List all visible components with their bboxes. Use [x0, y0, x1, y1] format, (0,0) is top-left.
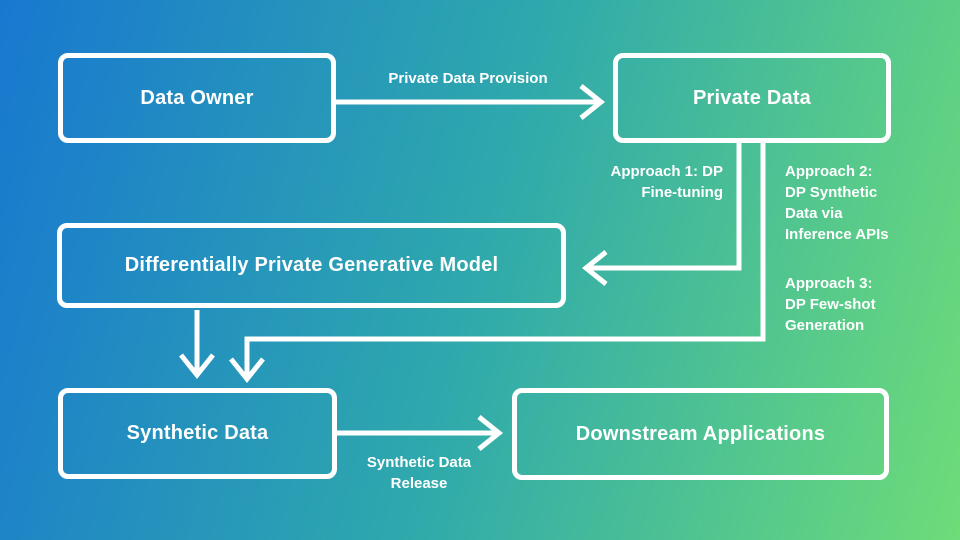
node-downstream-applications: Downstream Applications — [512, 388, 889, 480]
node-data-owner: Data Owner — [58, 53, 336, 143]
arrowhead-right-icon — [579, 84, 606, 120]
node-generative-model: Differentially Private Generative Model — [57, 223, 566, 308]
node-private-data: Private Data — [613, 53, 891, 143]
arrowhead-right-icon — [477, 415, 504, 451]
arrowhead-down-icon — [229, 357, 265, 384]
edge-label-approach-2: Approach 2: DP Synthetic Data via Infere… — [785, 163, 889, 243]
edge-label-approach-3: Approach 3: DP Few-shot Generation — [785, 275, 876, 334]
node-downstream-applications-label: Downstream Applications — [575, 422, 826, 445]
arrow-approach-1 — [590, 143, 742, 271]
node-synthetic-data-label: Synthetic Data — [126, 422, 269, 444]
edge-label-private-data-provision: Private Data Provision — [388, 70, 548, 87]
arrow-approach-2-3 — [244, 143, 766, 376]
arrowhead-down-icon — [179, 353, 215, 380]
node-data-owner-label: Data Owner — [140, 86, 254, 109]
node-synthetic-data: Synthetic Data — [58, 388, 337, 479]
node-private-data-label: Private Data — [692, 86, 811, 109]
edge-label-synthetic-data-release: Synthetic Data Release — [366, 454, 472, 492]
node-generative-model-label: Differentially Private Generative Model — [124, 254, 499, 276]
edge-label-approach-1: Approach 1: DP Fine-tuning — [610, 163, 723, 201]
arrowhead-left-icon — [581, 250, 608, 286]
